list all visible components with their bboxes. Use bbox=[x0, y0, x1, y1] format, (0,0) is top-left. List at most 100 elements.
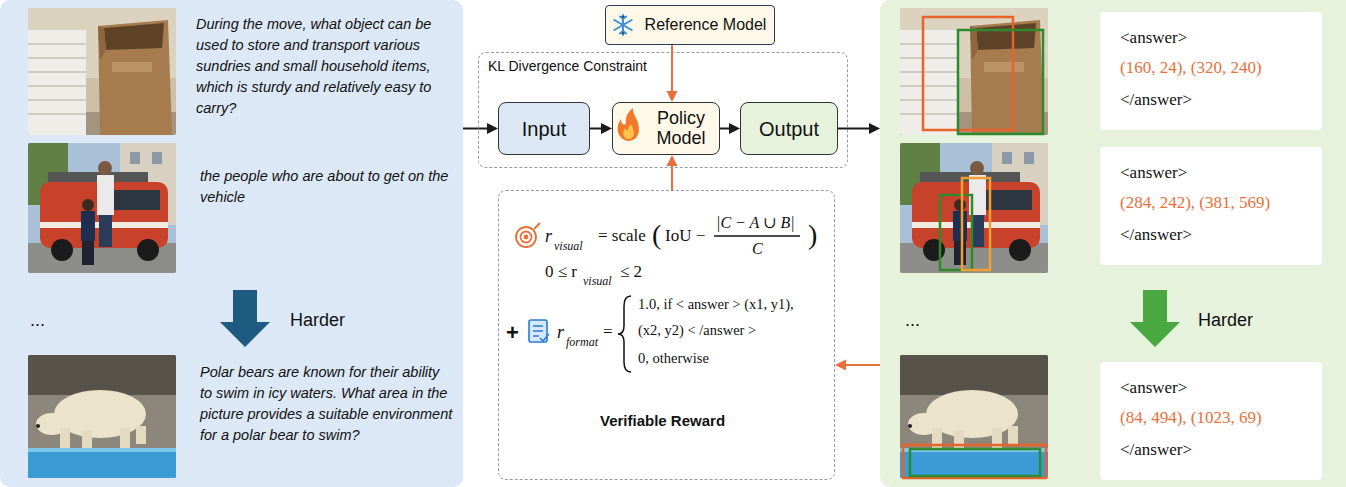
illustration-part bbox=[516, 223, 540, 247]
arrow-head bbox=[667, 155, 678, 166]
arrow-line bbox=[590, 128, 601, 130]
ellipsis-text: ... bbox=[30, 310, 45, 332]
illustration-part bbox=[900, 355, 1048, 478]
formula-text: 0 ≤ r bbox=[545, 262, 577, 282]
reference-model-box: Reference Model bbox=[605, 5, 775, 45]
arrow-line bbox=[720, 128, 729, 130]
question-text: Polar bears are known for their ability … bbox=[200, 362, 455, 446]
question-text: During the move, what object can be used… bbox=[196, 14, 458, 119]
illustration-part bbox=[525, 236, 528, 239]
formula-case: 1.0, if < answer > (x1, y1), bbox=[638, 296, 794, 313]
policy-model-box: Policy Model bbox=[612, 102, 720, 155]
illustration-part bbox=[618, 108, 639, 141]
illustration-part bbox=[533, 326, 543, 336]
illustration-part bbox=[903, 17, 1046, 478]
illustration-part bbox=[28, 355, 176, 478]
group-label: KL Divergence Constraint bbox=[488, 58, 647, 75]
formula-subscript: format bbox=[566, 335, 598, 349]
formula-text: = scale bbox=[598, 226, 646, 246]
coordinate-text: (284, 242), (381, 569) bbox=[1120, 193, 1270, 213]
illustration-part bbox=[900, 8, 1048, 135]
box-label: Policy Model bbox=[646, 109, 716, 149]
flow-arrow bbox=[667, 45, 678, 102]
answer-tag: </answer> bbox=[1120, 440, 1192, 460]
illustration-part bbox=[923, 17, 1013, 130]
illustration-part bbox=[618, 296, 631, 372]
flow-arrow bbox=[667, 155, 678, 190]
illustration-part bbox=[620, 17, 626, 34]
illustration-part bbox=[614, 15, 631, 35]
illustration-part bbox=[516, 227, 536, 247]
formula-bracket: ) bbox=[808, 218, 817, 252]
reward-group: rvisual= scale(IoU −|C − A ∪ B|C)0 ≤ rvi… bbox=[498, 190, 835, 480]
group-label: Verifiable Reward bbox=[600, 412, 725, 430]
formula-text: ≤ 2 bbox=[620, 262, 642, 282]
illustration-part bbox=[529, 320, 547, 342]
flow-arrow bbox=[720, 123, 740, 134]
flow-arrow bbox=[463, 123, 498, 134]
illustration-part bbox=[623, 124, 634, 139]
illustration-part bbox=[28, 8, 176, 135]
formula-case: (x2, y2) < /answer > bbox=[638, 322, 756, 339]
flow-arrow bbox=[590, 123, 612, 134]
formula-subscript: visual bbox=[554, 239, 583, 253]
box-label: Input bbox=[522, 117, 566, 141]
flow-arrow bbox=[835, 360, 880, 371]
difficulty-label: Harder bbox=[1198, 310, 1253, 332]
formula-subscript: visual bbox=[583, 274, 612, 288]
illustration-part bbox=[1130, 290, 1180, 347]
formula-numerator: |C − A ∪ B| bbox=[716, 213, 795, 232]
illustration-part bbox=[28, 143, 176, 273]
arrow-line bbox=[838, 128, 869, 130]
ellipsis-text: ... bbox=[905, 310, 920, 332]
answer-tag: <answer> bbox=[1120, 378, 1187, 398]
input-box: Input bbox=[498, 102, 590, 155]
output-panel: <answer>(160, 24), (320, 240)</answer><a… bbox=[880, 0, 1346, 487]
box-label: Reference Model bbox=[645, 15, 767, 34]
illustration-part bbox=[521, 232, 532, 243]
arrow-head bbox=[667, 91, 678, 102]
answer-tag: </answer> bbox=[1120, 90, 1192, 110]
plus-sign: + bbox=[506, 320, 519, 346]
training-group: Input Policy Model Output KL Divergence Co… bbox=[478, 52, 848, 168]
formula-case: 0, otherwise bbox=[638, 350, 709, 367]
illustration-part bbox=[900, 143, 1048, 273]
formula-text: IoU − bbox=[665, 226, 705, 246]
illustration-part bbox=[958, 30, 1043, 134]
formula-text: = bbox=[603, 322, 613, 342]
flow-arrow bbox=[838, 123, 880, 134]
illustration-part bbox=[540, 334, 549, 341]
formula-text: r bbox=[557, 322, 564, 344]
prompt-panel: During the move, what object can be used… bbox=[0, 0, 463, 487]
arrow-head bbox=[729, 123, 740, 134]
arrow-line bbox=[463, 128, 487, 130]
illustration-part bbox=[714, 235, 800, 236]
illustration-part bbox=[910, 449, 1040, 476]
answer-box: <answer> (84, 494), (1023, 69) </answer> bbox=[1100, 362, 1322, 480]
answer-tag: </answer> bbox=[1120, 225, 1192, 245]
illustration-part bbox=[220, 290, 270, 347]
formula-denominator: C bbox=[752, 239, 763, 258]
coordinate-text: (84, 494), (1023, 69) bbox=[1120, 408, 1262, 428]
answer-tag: <answer> bbox=[1120, 163, 1187, 183]
arrow-line bbox=[671, 166, 673, 190]
arrow-head bbox=[487, 123, 498, 134]
formula-bracket: ( bbox=[652, 218, 661, 252]
answer-box: <answer> (160, 24), (320, 240) </answer> bbox=[1100, 12, 1322, 130]
illustration-part bbox=[940, 195, 972, 270]
output-box: Output bbox=[740, 102, 838, 155]
coordinate-text: (160, 24), (320, 240) bbox=[1120, 58, 1262, 78]
arrow-head bbox=[835, 360, 846, 371]
arrow-head bbox=[869, 123, 880, 134]
answer-box: <answer> (284, 242), (381, 569) </answer> bbox=[1100, 147, 1322, 265]
arrow-line bbox=[846, 364, 880, 366]
illustration-part bbox=[534, 223, 540, 229]
question-text: the people who are about to get on the v… bbox=[200, 166, 455, 208]
illustration-part bbox=[903, 445, 1046, 478]
arrow-head bbox=[601, 123, 612, 134]
difficulty-label: Harder bbox=[290, 310, 345, 332]
formula-text: r bbox=[545, 226, 552, 248]
answer-tag: <answer> bbox=[1120, 28, 1187, 48]
illustration-part bbox=[962, 178, 990, 270]
box-label: Output bbox=[759, 117, 819, 141]
